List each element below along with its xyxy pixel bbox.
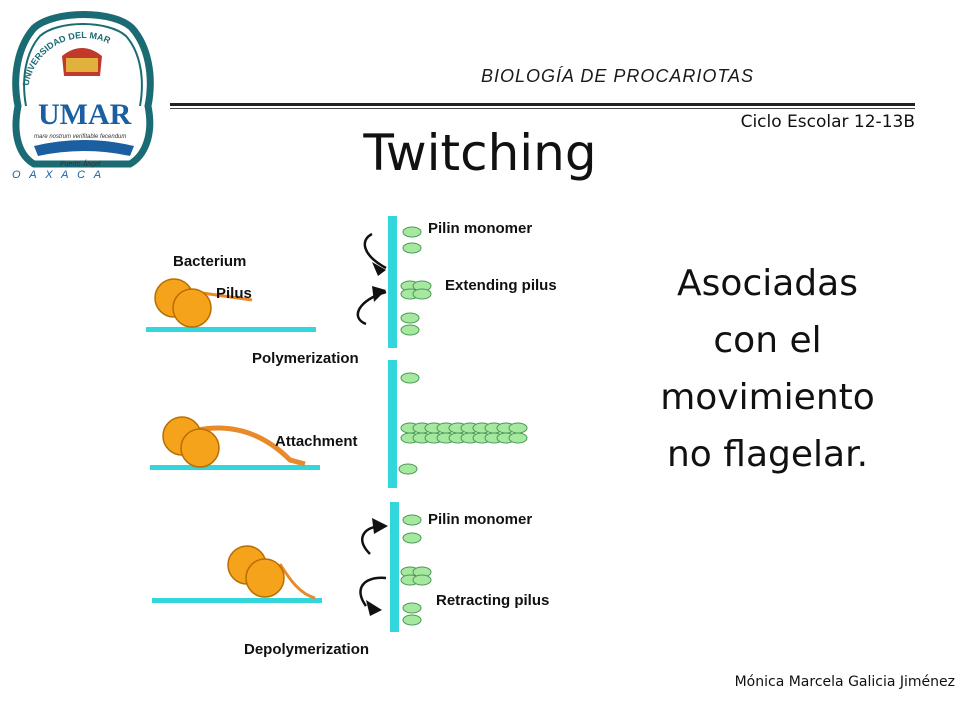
arrow-curve — [359, 576, 387, 607]
surface-line — [146, 327, 316, 332]
panel-depolymerization: Pilin monomer Retracting pilus Depolymer… — [152, 502, 549, 658]
logo-state: O A X A C A — [12, 169, 104, 181]
panel-attachment: Attachment — [150, 360, 528, 488]
label-pilin-monomer: Pilin monomer — [428, 511, 532, 528]
description-line: no flagelar. — [666, 434, 869, 475]
description-line: con el — [713, 320, 822, 361]
pilus-line — [197, 425, 306, 467]
attached-pilus-chain — [398, 372, 528, 475]
surface-line — [150, 465, 320, 470]
label-retracting-pilus: Retracting pilus — [436, 592, 549, 609]
surface-line — [152, 598, 322, 603]
label-attachment: Attachment — [275, 433, 358, 450]
description-line: movimiento — [660, 377, 875, 418]
pilin-monomer — [402, 514, 422, 526]
pilus-line — [278, 563, 316, 600]
author-name: Mónica Marcela Galicia Jiménez — [734, 674, 955, 690]
logo-initials: UMAR — [38, 98, 132, 131]
pilin-monomer — [402, 242, 422, 254]
logo-motto: mare nostrum verifitable fecendum — [34, 134, 126, 140]
bacterium-cell — [245, 558, 285, 598]
description: Asociadas con el movimiento no flagelar. — [625, 255, 910, 483]
description-line: Asociadas — [677, 263, 858, 304]
university-logo: UNIVERSIDAD DEL MAR UMAR mare nostrum ve… — [4, 6, 160, 184]
header-rule-thick — [170, 103, 915, 106]
pilin-monomer — [402, 602, 422, 614]
arrow-head — [372, 518, 388, 534]
pilin-monomer — [402, 226, 422, 238]
label-pilus: Pilus — [216, 285, 252, 302]
pilin-monomer — [402, 532, 422, 544]
arrow-head — [372, 286, 386, 302]
label-depolymerization: Depolymerization — [244, 641, 369, 658]
twitching-diagram: Bacterium Pilus Pilin monomer Extending … — [140, 210, 590, 660]
label-bacterium: Bacterium — [173, 253, 246, 270]
arrow-curve — [356, 290, 387, 326]
membrane-bar — [390, 502, 399, 632]
university-seal-icon: UNIVERSIDAD DEL MAR UMAR mare nostrum ve… — [12, 11, 154, 181]
header-rule-thin — [170, 108, 915, 109]
bacterium-cell — [172, 288, 212, 328]
slide-title: Twitching — [363, 124, 597, 182]
label-extending-pilus: Extending pilus — [445, 277, 557, 294]
arrow-curve — [363, 232, 387, 270]
label-polymerization: Polymerization — [252, 350, 359, 367]
pilin-monomer — [402, 614, 422, 626]
membrane-bar — [388, 216, 397, 348]
logo-place: Puerto Ángel — [60, 159, 101, 168]
label-pilin-monomer: Pilin monomer — [428, 220, 532, 237]
course-title: BIOLOGÍA DE PROCARIOTAS — [480, 66, 755, 86]
pilin-monomer — [400, 324, 420, 336]
pilin-monomer — [400, 312, 420, 324]
arrow-head — [366, 600, 382, 616]
membrane-bar — [388, 360, 397, 488]
panel-polymerization: Bacterium Pilus Pilin monomer Extending … — [146, 216, 557, 367]
arrow-head — [372, 262, 386, 276]
pilin-monomer — [412, 574, 432, 586]
pilin-monomer — [412, 288, 432, 300]
school-cycle: Ciclo Escolar 12-13B — [740, 112, 915, 132]
bacterium-cell — [180, 428, 220, 468]
